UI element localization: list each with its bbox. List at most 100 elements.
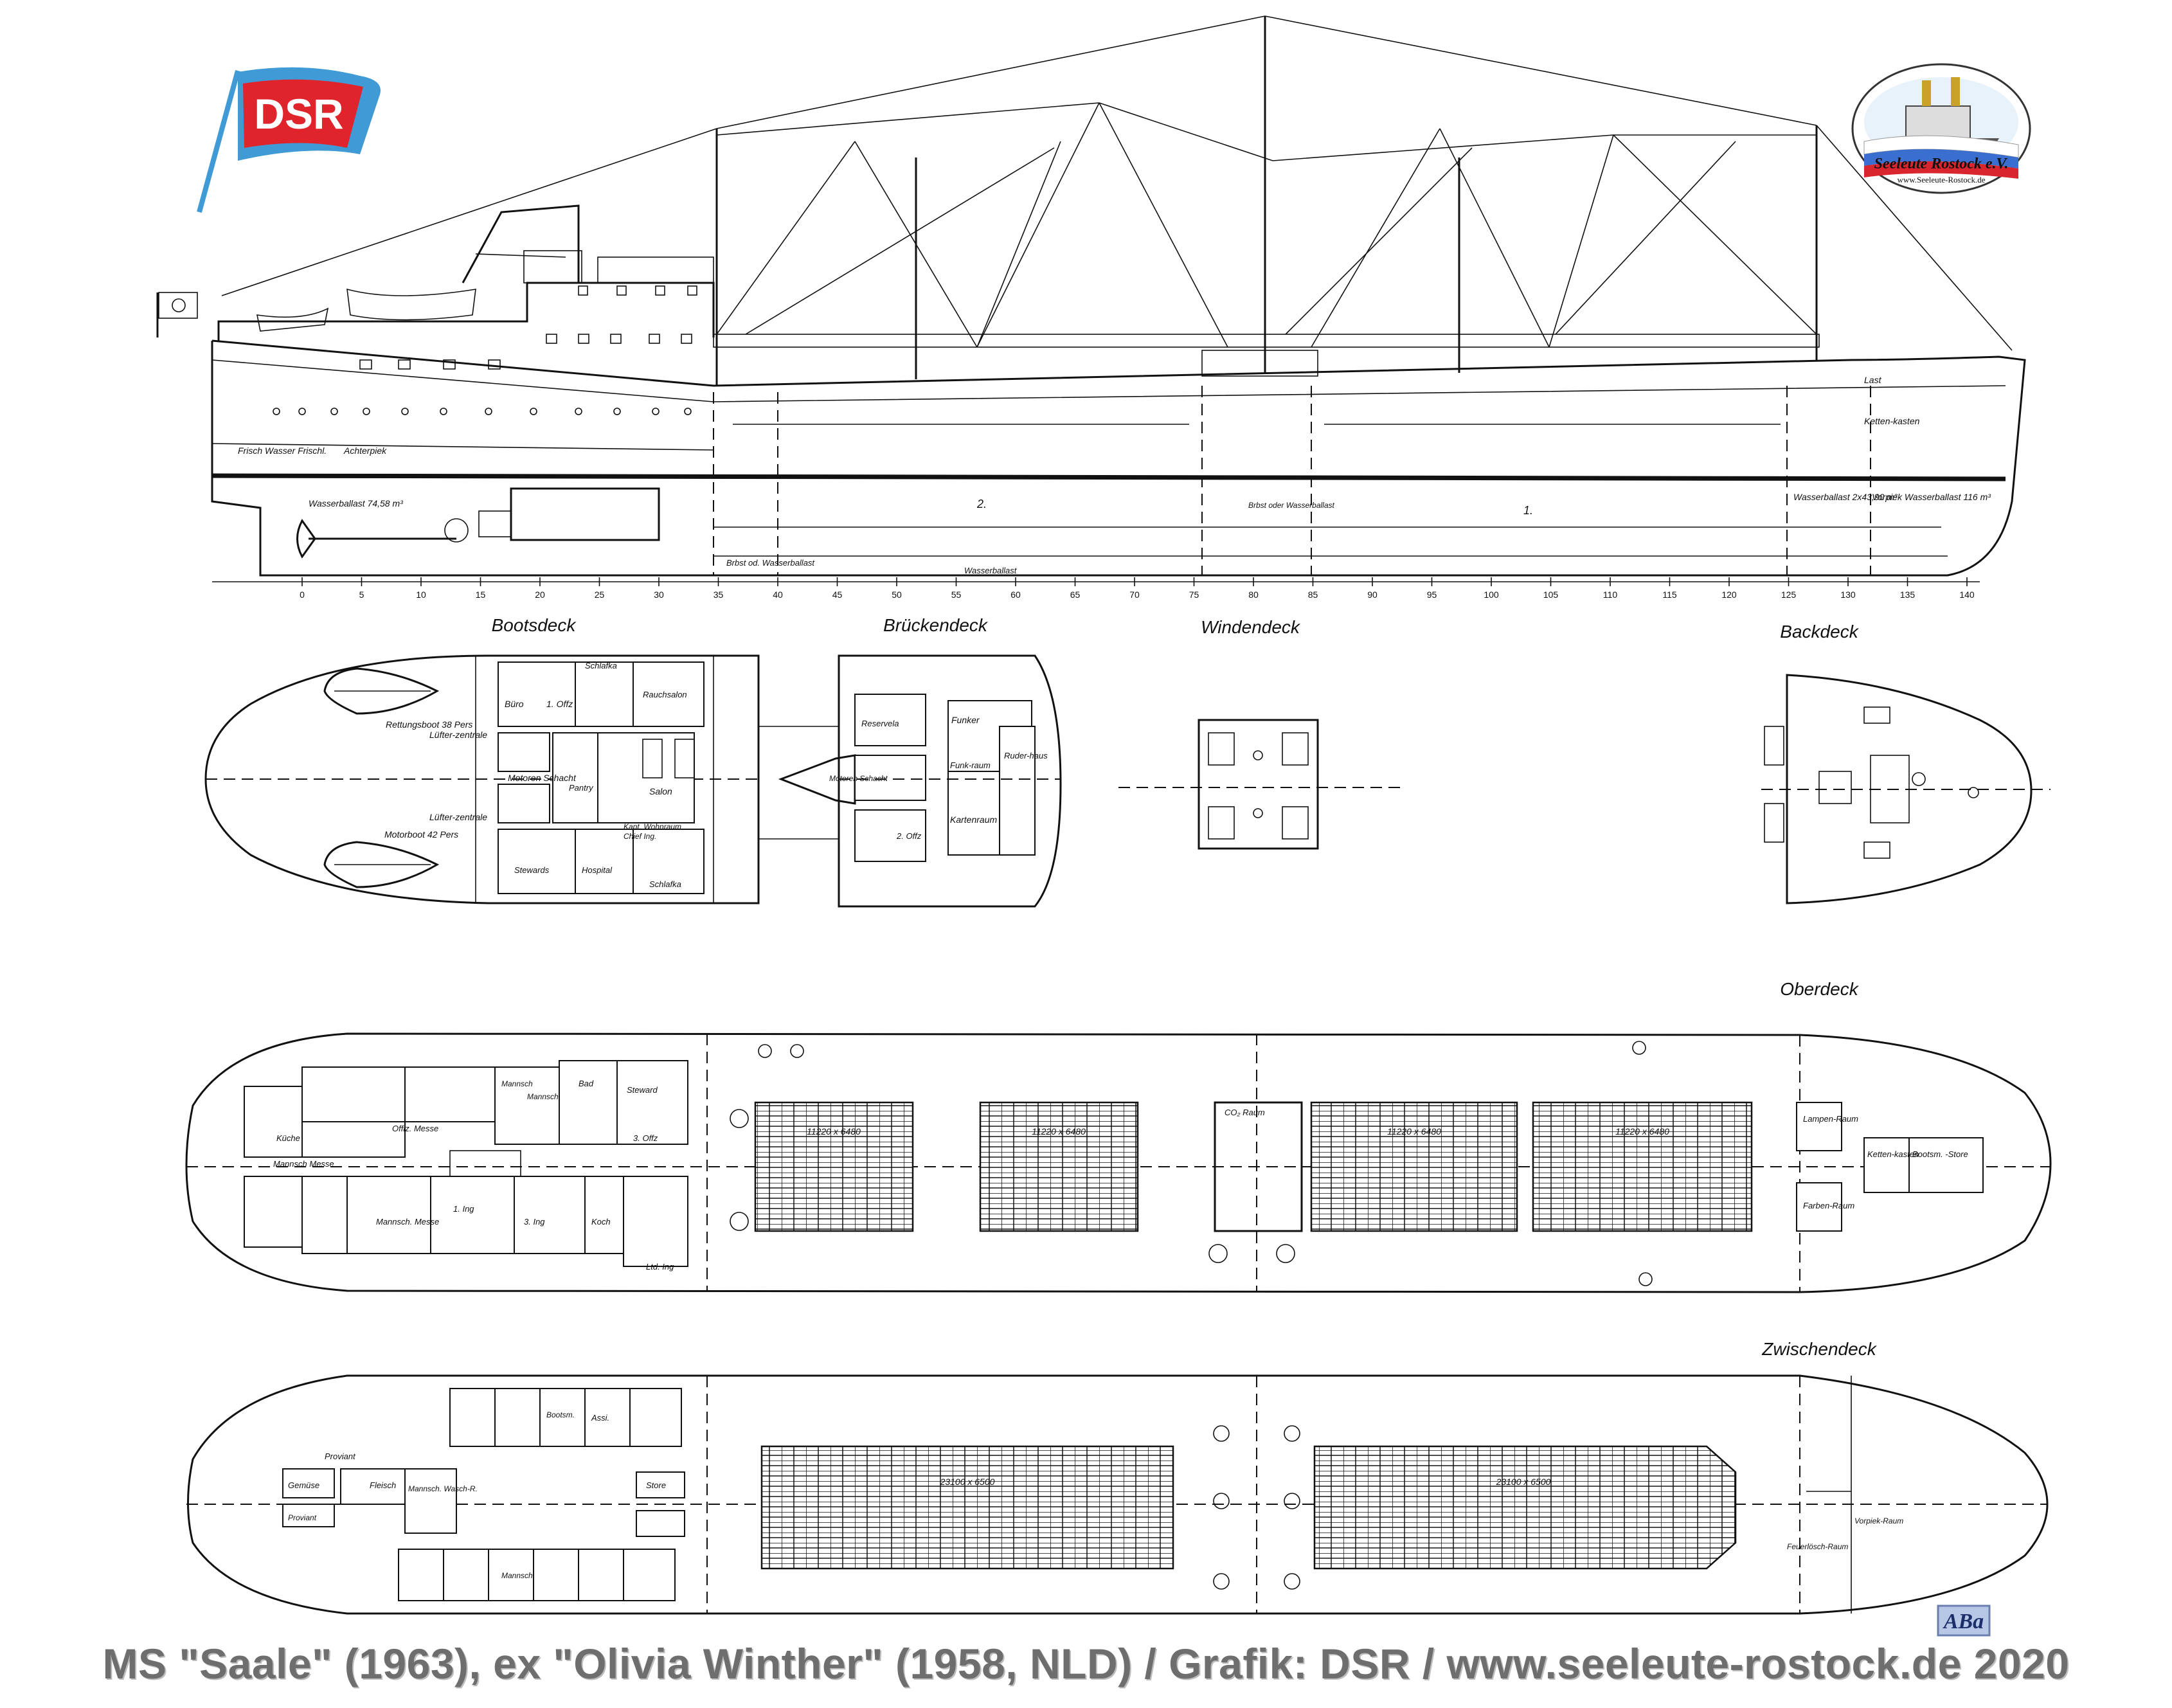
frame-number: 105 [1543, 589, 1559, 600]
frame-number: 70 [1129, 589, 1140, 600]
bridge-deck-wheelhouse: Ruder-haus [1004, 751, 1048, 760]
tween-deck-boatswain: Bootsm. [546, 1410, 575, 1419]
bridge-deck-reserve: Reservela [861, 719, 899, 728]
boat-deck-hospital: Hospital [582, 865, 613, 875]
upper-deck-paint-room: Farben-Raum [1803, 1201, 1854, 1210]
label-fuel-or-ballast: Brbst od. Wasserballast [726, 558, 815, 568]
bridge-deck-engine-shaft: Motoren Schacht [829, 774, 888, 783]
frame-number: 15 [476, 589, 486, 600]
frame-number: 60 [1010, 589, 1021, 600]
upper-deck-galley: Küche [276, 1133, 300, 1143]
upper-deck-crew-2: Mannsch [527, 1092, 559, 1101]
label-cargo-hold: Last [1864, 375, 1882, 385]
boat-deck-smoking: Rauchsalon [643, 690, 687, 699]
club-name-text: Seeleute Rostock e.V. [1874, 156, 2009, 172]
label-aft-peak: Achterpiek [343, 445, 387, 456]
boat-deck-fan-room-1: Lüfter-zentrale [429, 730, 487, 740]
frame-number: 120 [1721, 589, 1737, 600]
upper-deck-hatch-2: 11220 x 6480 [1032, 1126, 1086, 1137]
tween-deck-provisions-2: Proviant [288, 1513, 317, 1522]
boat-deck-officer1: 1. Offz [546, 699, 573, 709]
frame-number: 65 [1070, 589, 1081, 600]
tween-deck-plan: Proviant Gemüse Fleisch Proviant Mannsch… [186, 1374, 2049, 1615]
boat-deck-stewards: Stewards [514, 865, 550, 875]
label-deep-tank: Brbst oder Wasserballast [1248, 501, 1335, 510]
upper-deck-bath: Bad [579, 1079, 594, 1088]
title-forecastle-deck: Backdeck [1780, 622, 1859, 642]
frame-number: 135 [1900, 589, 1916, 600]
frame-number: 125 [1781, 589, 1797, 600]
bridge-deck-radio: Funker [951, 715, 980, 725]
frame-number: 130 [1840, 589, 1856, 600]
frame-number: 35 [714, 589, 724, 600]
title-boat-deck: Bootsdeck [492, 615, 577, 635]
boat-deck-engine-shaft: Motoren Schacht [508, 773, 577, 783]
boat-deck-plan: Rettungsboot 38 Pers Motorboot 42 Pers L… [204, 654, 760, 904]
frame-number: 30 [654, 589, 664, 600]
frame-number: 90 [1367, 589, 1378, 600]
upper-deck-officer3: 3. Offz [633, 1133, 658, 1143]
frame-number: 25 [595, 589, 605, 600]
winch-deck-plan [1118, 719, 1401, 850]
boat-deck-saloon: Salon [649, 786, 672, 796]
boat-deck-sleeping-2: Schlafka [649, 879, 681, 889]
label-chain-locker: Ketten-kasten [1864, 416, 1920, 426]
aba-badge: ABa [1937, 1605, 1991, 1637]
label-hold-2: 2. [976, 498, 987, 510]
frame-number: 100 [1484, 589, 1499, 600]
bridge-deck-plan: Funker Funk-raum Ruder-haus Kartenraum R… [758, 654, 1062, 908]
club-logo: Seeleute Rostock e.V. www.Seeleute-Rosto… [1851, 63, 2031, 194]
boat-deck-lifeboat: Rettungsboot 38 Pers [386, 719, 472, 730]
dsr-flag-text: DSR [254, 90, 343, 138]
masts-and-derricks [713, 16, 1820, 386]
upper-deck-crew-1: Mannsch [501, 1079, 533, 1088]
frame-number: 40 [773, 589, 783, 600]
title-tween-deck: Zwischendeck [1761, 1339, 1877, 1359]
upper-deck-lamp-room: Lampen-Raum [1803, 1114, 1858, 1124]
upper-deck-eng1: 1. Ing [453, 1204, 474, 1214]
upper-deck-plan: Küche Mannsch Messe Offiz. Messe Mannsch… [185, 1032, 2052, 1293]
upper-deck-hatch-3: 11220 x 6480 [1387, 1126, 1441, 1137]
frame-number: 110 [1603, 589, 1618, 600]
frame-number: 45 [832, 589, 843, 600]
boat-deck-sleeping: Schlafka [585, 661, 617, 670]
tween-deck-crew: Mannsch [501, 1571, 533, 1580]
aba-badge-text: ABa [1943, 1610, 1984, 1633]
club-url-text: www.Seeleute-Rostock.de [1897, 175, 1985, 184]
boat-deck-chief-eng: Chief Ing. [624, 832, 656, 841]
boat-deck-fan-room-2: Lüfter-zentrale [429, 812, 487, 822]
boat-deck-captain: Kapt. Wohnraum [624, 822, 681, 831]
tween-deck-assi: Assi. [591, 1413, 609, 1423]
frame-number: 10 [416, 589, 426, 600]
upper-deck-bosun-store: Bootsm. -Store [1912, 1149, 1968, 1159]
frame-number: 5 [359, 589, 364, 600]
label-fore-peak: Vorpiek Wasserballast 116 m³ [1872, 492, 1991, 502]
boat-deck-office: Büro [505, 699, 524, 709]
frame-number: 80 [1248, 589, 1259, 600]
frame-number: 50 [892, 589, 902, 600]
forecastle-deck-plan [1761, 674, 2051, 904]
dsr-flag-logo: DSR [197, 67, 381, 213]
upper-deck-chain-locker: Ketten-kasten [1867, 1149, 1919, 1159]
profile-portholes [273, 285, 697, 415]
label-fresh-water: Frisch Wasser Frischl. [238, 445, 327, 456]
upper-deck-eng3: 3. Ing [524, 1217, 545, 1227]
tween-deck-hatch-1: 23100 x 6500 [940, 1477, 995, 1487]
tween-deck-crew-wash: Mannsch. Wasch-R. [408, 1484, 478, 1493]
title-bridge-deck: Brückendeck [883, 615, 989, 635]
frame-number: 95 [1427, 589, 1437, 600]
engine [296, 487, 660, 559]
tween-deck-vegetables: Gemüse [288, 1480, 319, 1490]
upper-deck-mess: Mannsch Messe [273, 1159, 334, 1169]
image-caption: MS "Saale" (1963), ex "Olivia Winther" (… [102, 1640, 2070, 1687]
frame-number: 0 [300, 589, 305, 600]
label-hold-1: 1. [1523, 504, 1533, 517]
tween-deck-store: Store [646, 1480, 666, 1490]
upper-deck-cook: Koch [591, 1217, 611, 1227]
upper-deck-crew-mess: Mannsch. Messe [376, 1217, 439, 1227]
boat-deck-motorboat: Motorboot 42 Pers [384, 829, 458, 840]
label-fore-ballast: Wasserballast 2x43,90 m³ [1793, 492, 1898, 502]
frame-number: 140 [1959, 589, 1975, 600]
